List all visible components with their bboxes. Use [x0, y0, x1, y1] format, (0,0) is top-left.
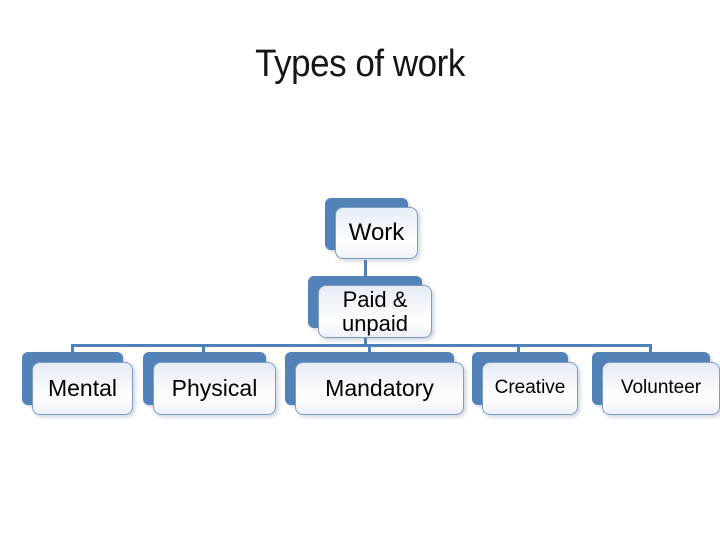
node-card: Mandatory	[295, 362, 464, 415]
slide-title[interactable]: Types of work	[255, 43, 465, 85]
node-work[interactable]: Work	[325, 198, 428, 269]
node-label: Paid & unpaid	[341, 286, 409, 336]
connector-paid-to-rail	[364, 337, 367, 345]
connector-stub-physical	[202, 346, 205, 354]
node-label: Mandatory	[325, 375, 434, 402]
connector-stub-mental	[71, 346, 74, 354]
node-label: Physical	[171, 375, 258, 402]
connector-stub-creative	[517, 346, 520, 354]
node-label: Work	[348, 219, 405, 247]
node-card: Mental	[32, 362, 133, 415]
connector-horizontal-rail	[71, 344, 652, 347]
node-volunteer[interactable]: Volunteer	[592, 352, 720, 425]
node-card: Physical	[153, 362, 276, 415]
node-paid-unpaid[interactable]: Paid & unpaid	[308, 276, 442, 348]
node-card: Creative	[482, 362, 578, 415]
node-card: Volunteer	[602, 362, 720, 415]
node-creative[interactable]: Creative	[472, 352, 588, 425]
node-mental[interactable]: Mental	[22, 352, 143, 425]
connector-work-to-paid	[364, 260, 367, 277]
node-card: Paid & unpaid	[318, 285, 432, 338]
connector-stub-mandatory	[368, 346, 371, 354]
node-card: Work	[335, 207, 418, 259]
connector-stub-volunteer	[649, 346, 652, 354]
node-physical[interactable]: Physical	[143, 352, 286, 425]
node-label: Mental	[47, 375, 118, 402]
node-label: Creative	[494, 377, 566, 399]
node-label: Volunteer	[620, 377, 702, 399]
node-mandatory[interactable]: Mandatory	[285, 352, 475, 425]
